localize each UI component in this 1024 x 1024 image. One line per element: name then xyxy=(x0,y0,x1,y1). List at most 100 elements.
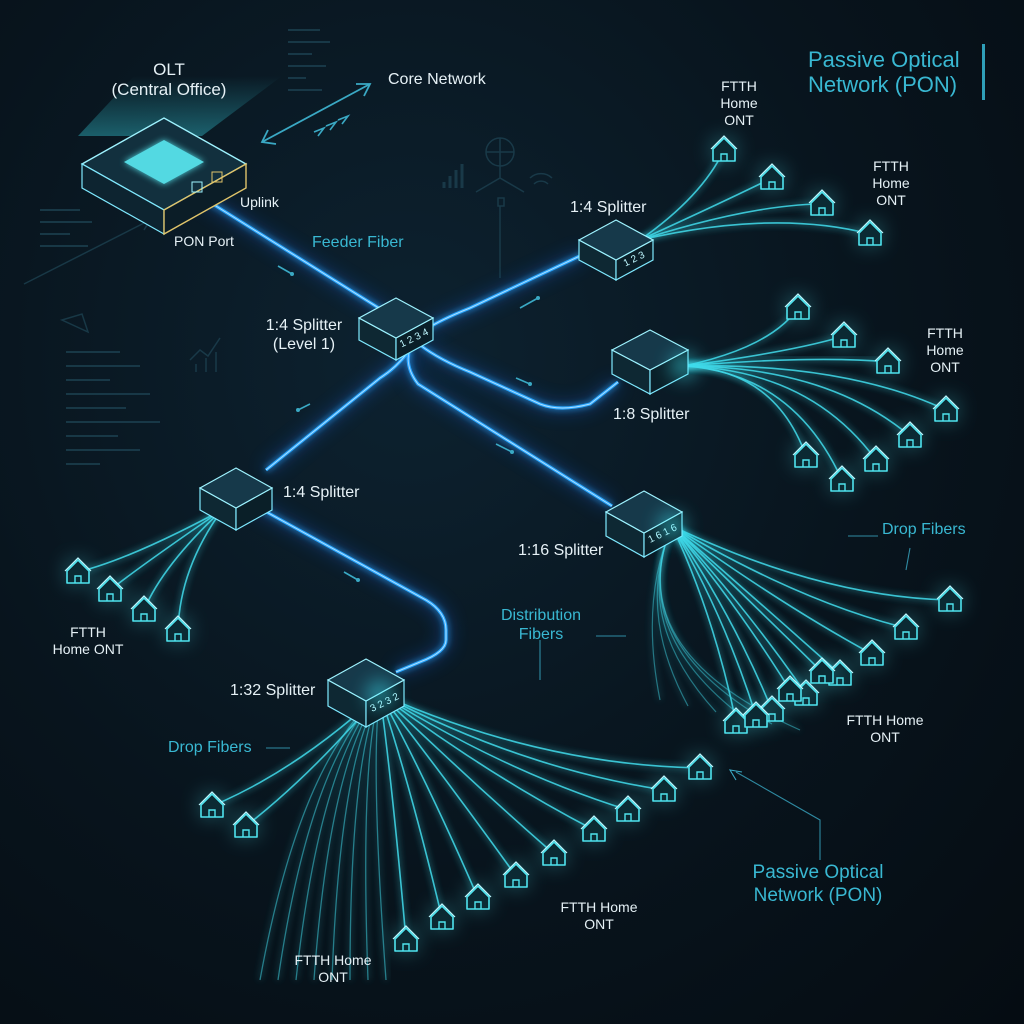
title-accent-bar xyxy=(982,44,985,100)
core-network-arrow xyxy=(260,83,372,145)
home-ont-icon xyxy=(896,421,924,450)
home-roof xyxy=(130,595,158,610)
home-roof xyxy=(198,791,226,806)
home-ont-icon xyxy=(830,321,858,350)
drop-fiber xyxy=(379,693,479,899)
home-roof xyxy=(232,811,260,826)
distribution-fibers-label: Distribution Fibers xyxy=(500,607,582,644)
home-body xyxy=(234,813,258,838)
home-body xyxy=(760,165,784,190)
home-body xyxy=(582,817,606,842)
home-body xyxy=(616,797,640,822)
home-body xyxy=(864,447,888,472)
home-ont-icon xyxy=(502,861,530,890)
home-ont-icon xyxy=(64,557,92,586)
drop-fiber xyxy=(683,364,947,411)
drop-fiber xyxy=(379,693,595,831)
home-body xyxy=(832,323,856,348)
flow-arrow xyxy=(343,571,359,581)
splitter-left xyxy=(198,467,274,532)
drop-fiber xyxy=(671,525,773,711)
drop-fiber xyxy=(379,693,555,855)
fiber-to-splitter-1-8-core xyxy=(419,344,619,409)
home-ont-icon xyxy=(198,791,226,820)
home-door xyxy=(696,771,704,779)
home-roof xyxy=(792,441,820,456)
home-door xyxy=(794,311,802,319)
annotation-leader xyxy=(735,771,821,860)
olt-right-face xyxy=(163,162,247,236)
home-ont-icon xyxy=(164,615,192,644)
home-body xyxy=(430,905,454,930)
home-door xyxy=(802,459,810,467)
drop-fiber xyxy=(671,525,807,695)
home-ont-icon xyxy=(710,135,738,164)
home-ont-icon xyxy=(932,395,960,424)
home-body xyxy=(466,885,490,910)
home-ont-icon xyxy=(892,613,920,642)
home-door xyxy=(660,793,668,801)
home-body xyxy=(98,577,122,602)
home-door xyxy=(140,613,148,621)
drop-fiber xyxy=(379,693,407,941)
ont-label-s16-bottom: FTTH Home ONT xyxy=(846,712,924,745)
drop-fiber xyxy=(671,525,907,629)
splitter-1-8-top-face xyxy=(610,329,690,371)
home-body xyxy=(934,397,958,422)
splitter-left-top-face xyxy=(198,467,274,509)
home-roof xyxy=(896,421,924,436)
home-roof xyxy=(892,613,920,628)
trend-arrow-icon xyxy=(23,217,152,285)
home-body xyxy=(894,615,918,640)
home-ont-icon xyxy=(784,293,812,322)
home-layer xyxy=(64,135,964,954)
drop-fiber xyxy=(375,693,387,981)
home-ont-icon xyxy=(936,585,964,614)
uplink-label: Uplink xyxy=(240,194,279,210)
home-body xyxy=(778,677,802,702)
fiber-layer xyxy=(77,149,951,981)
home-ont-icon xyxy=(776,675,804,704)
home-body xyxy=(794,443,818,468)
fiber-to-splitter-1-8-glow xyxy=(417,341,621,413)
pon-bottom-label: Passive Optical Network (PON) xyxy=(752,862,884,906)
home-ont-icon xyxy=(808,189,836,218)
ont-label-s32-bottom: FTTH Home ONT xyxy=(294,952,372,985)
home-ont-icon xyxy=(540,839,568,868)
flow-arrow-head xyxy=(528,382,532,386)
home-door xyxy=(866,237,874,245)
olt-port xyxy=(191,181,203,193)
home-ont-icon xyxy=(428,903,456,932)
home-ont-icon xyxy=(808,657,836,686)
bg-text-lines-top xyxy=(288,29,330,91)
home-ont-icon xyxy=(392,925,420,954)
olt-device xyxy=(78,76,282,236)
page-title: Passive Optical Network (PON) xyxy=(808,47,960,98)
home-roof xyxy=(502,861,530,876)
home-door xyxy=(174,633,182,641)
home-ont-icon xyxy=(130,595,158,624)
home-ont-icon xyxy=(862,445,890,474)
home-body xyxy=(66,559,90,584)
drop-fiber xyxy=(683,365,807,457)
shape-icon xyxy=(59,313,90,334)
home-door xyxy=(732,725,740,733)
home-door xyxy=(902,631,910,639)
drop-fiber xyxy=(379,693,665,791)
flow-arrow xyxy=(297,403,311,411)
home-door xyxy=(838,483,846,491)
home-roof xyxy=(858,639,886,654)
flow-arrows xyxy=(266,265,911,860)
home-body xyxy=(166,617,190,642)
home-door xyxy=(208,809,216,817)
home-roof xyxy=(540,839,568,854)
annotation-leader xyxy=(905,547,911,571)
drop-fiber xyxy=(109,509,223,591)
home-ont-icon xyxy=(686,753,714,782)
home-roof xyxy=(742,701,770,716)
data-flow-chevrons xyxy=(313,114,351,137)
drop-fiber xyxy=(331,693,381,981)
fanout-glow xyxy=(366,680,394,708)
home-ont-icon xyxy=(874,347,902,376)
drop-fiber xyxy=(177,509,223,631)
